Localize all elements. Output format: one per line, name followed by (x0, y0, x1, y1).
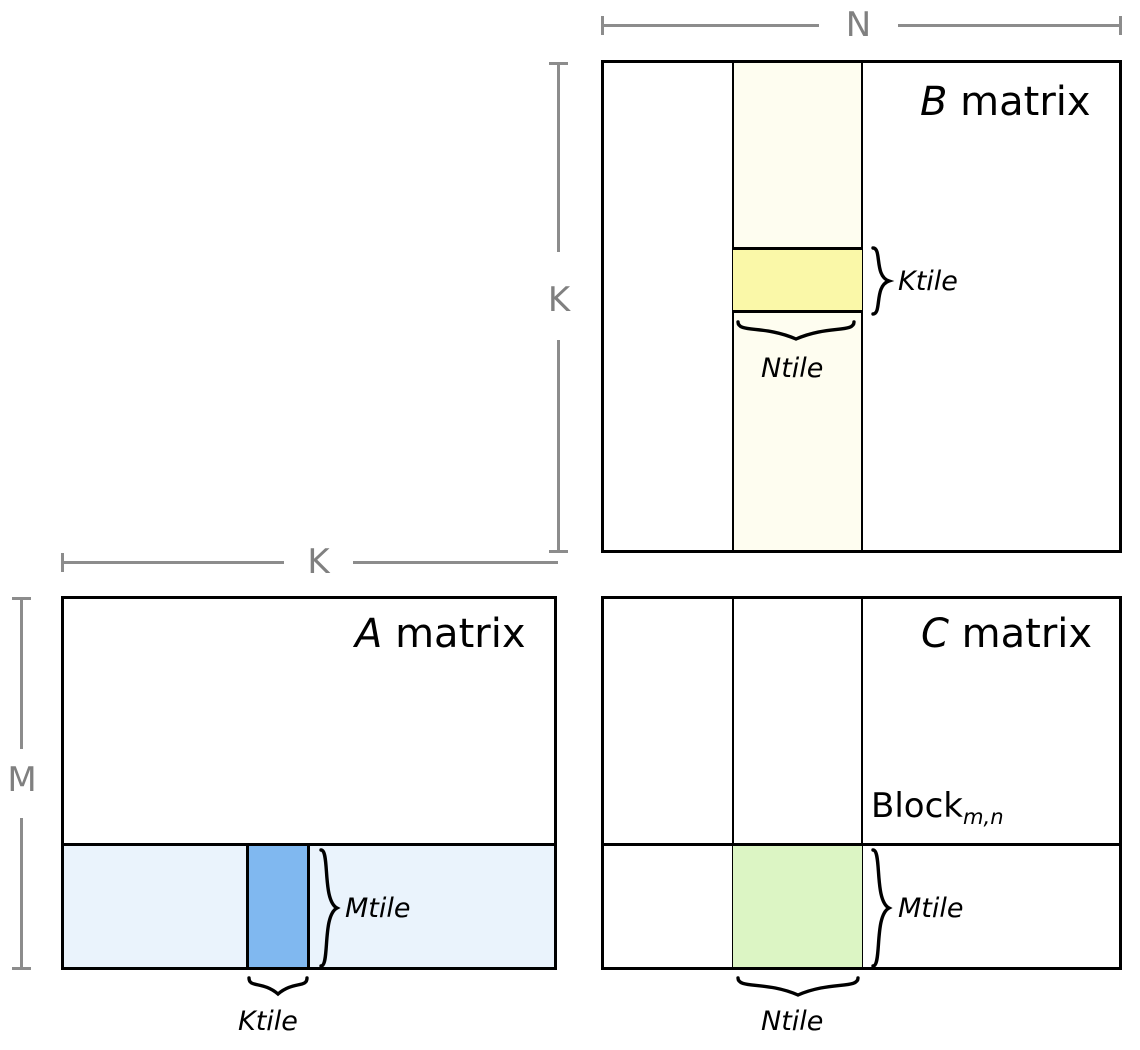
k-dimension-horizontal-cap-left (61, 553, 64, 572)
n-dimension-label: N (845, 5, 872, 45)
b-matrix-var: B (920, 79, 948, 125)
b-matrix-word: matrix (960, 79, 1091, 125)
n-dimension-cap-right (1119, 16, 1122, 35)
b-matrix-ntile-brace (736, 319, 860, 345)
b-matrix-ktile-brace (869, 246, 895, 316)
a-matrix-label: A matrix (355, 614, 525, 654)
c-matrix-column-divider-right (861, 599, 863, 967)
b-matrix-ntile-label: Ntile (761, 353, 824, 384)
c-matrix-mtile-brace (869, 848, 895, 968)
k-dimension-horizontal-rule-left (61, 561, 284, 564)
m-dimension-label: M (7, 760, 37, 800)
c-matrix-word: matrix (961, 611, 1093, 657)
b-matrix-column-divider-right (861, 63, 863, 550)
c-matrix-block-label: Blockm,n (871, 786, 1004, 827)
m-dimension-rule-top (20, 597, 23, 749)
m-dimension-cap-bottom (12, 967, 31, 970)
c-matrix-block-tile (733, 846, 862, 967)
c-matrix-ntile-brace (736, 975, 864, 1001)
b-matrix-ktile-tile (733, 247, 862, 313)
k-dimension-vertical-rule-bottom (557, 340, 560, 553)
a-matrix-mtile-brace (317, 848, 343, 968)
k-dimension-vertical-label: K (547, 280, 571, 320)
c-matrix-ntile-label: Ntile (761, 1006, 824, 1037)
m-dimension-rule-bottom (20, 818, 23, 970)
a-matrix-row-divider (64, 843, 554, 846)
m-dimension-cap-top (12, 597, 31, 600)
c-matrix-block-subscript: m,n (962, 803, 1004, 829)
a-matrix-ktile-brace (247, 975, 313, 1001)
a-matrix-ktile-tile (246, 846, 310, 967)
k-dimension-vertical-cap-top (549, 62, 568, 65)
c-matrix-block-word: Block (871, 786, 963, 826)
b-matrix-ktile-label: Ktile (898, 266, 958, 297)
c-matrix-label: C matrix (921, 614, 1092, 654)
c-matrix-row-divider (604, 843, 1119, 846)
n-dimension-rule-left (601, 24, 819, 27)
n-dimension-rule-right (898, 24, 1122, 27)
n-dimension-cap-left (601, 16, 604, 35)
k-dimension-horizontal-label: K (307, 542, 330, 582)
a-matrix-word: matrix (395, 611, 526, 657)
a-matrix-var: A (355, 611, 383, 657)
k-dimension-vertical-rule-top (557, 62, 560, 252)
a-matrix-mtile-label: Mtile (345, 893, 411, 924)
c-matrix-mtile-label: Mtile (898, 893, 964, 924)
b-matrix-label: B matrix (920, 82, 1091, 122)
a-matrix-ktile-label: Ktile (238, 1006, 298, 1037)
c-matrix-column-divider-left (732, 599, 734, 967)
k-dimension-vertical-cap-bottom (549, 550, 568, 553)
c-matrix-var: C (921, 611, 949, 657)
k-dimension-horizontal-rule-right (353, 561, 558, 564)
